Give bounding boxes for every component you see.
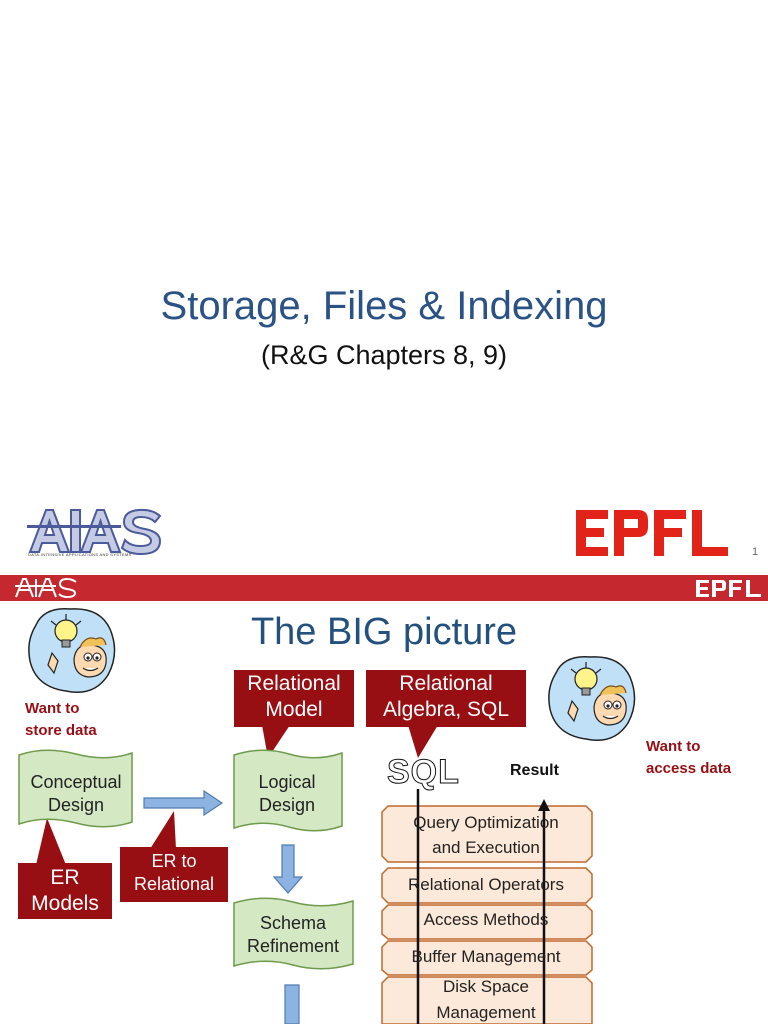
title-slide: Storage, Files & Indexing (R&G Chapters … bbox=[26, 284, 759, 567]
down-arrow-1 bbox=[272, 844, 304, 894]
flow-line: Conceptual bbox=[30, 772, 122, 792]
access-methods-label: Access Methods bbox=[423, 910, 549, 929]
result-label: Result bbox=[510, 762, 559, 779]
flow-line: Design bbox=[47, 794, 105, 815]
er-models-pointer bbox=[36, 818, 66, 865]
relational-algebra-pointer bbox=[408, 725, 438, 758]
relational-algebra-callout: Relational Algebra, SQL bbox=[366, 670, 526, 727]
buffer-management-box bbox=[381, 940, 593, 976]
page-number: 1 bbox=[752, 546, 759, 558]
header-epfl-logo bbox=[696, 580, 762, 602]
header-bar bbox=[0, 575, 768, 601]
callout-line: Relational bbox=[247, 672, 341, 695]
er-models-callout: ER Models bbox=[18, 863, 112, 919]
conceptual-design-shape bbox=[18, 749, 133, 828]
flow-line: Refinement bbox=[246, 935, 340, 956]
callout-line: Relational bbox=[399, 672, 493, 695]
right-arrow bbox=[143, 789, 224, 817]
big-picture-slide: The BIG picture bbox=[0, 575, 768, 1024]
down-arrow-2 bbox=[284, 984, 300, 1024]
want-line: store data bbox=[25, 722, 97, 739]
relational-operators-box bbox=[381, 867, 593, 904]
query-optimization-box bbox=[381, 805, 593, 863]
header-dias-logo bbox=[14, 577, 80, 604]
epfl-logo bbox=[576, 510, 730, 561]
want-line: Want to bbox=[646, 738, 701, 755]
stack-line: Management bbox=[436, 1002, 536, 1022]
want-to-access-label: Want to access data bbox=[646, 736, 731, 780]
callout-line: Algebra, SQL bbox=[382, 698, 510, 722]
idea-cartoon-right bbox=[546, 653, 640, 750]
sql-label: SQL bbox=[387, 753, 460, 792]
schema-refinement-label: Schema Refinement bbox=[234, 912, 352, 957]
dias-tagline: DATA-INTENSIVE APPLICATIONS AND SYSTEMS bbox=[28, 552, 132, 557]
up-result-arrowhead bbox=[538, 799, 550, 811]
callout-line: ER bbox=[50, 866, 80, 889]
callout-line: Models bbox=[31, 892, 99, 916]
slide-title: Storage, Files & Indexing bbox=[160, 284, 608, 328]
big-picture-diagram bbox=[18, 725, 593, 1024]
disk-space-box bbox=[381, 976, 593, 1024]
er-to-relational-pointer bbox=[150, 811, 176, 849]
slide-title: The BIG picture bbox=[250, 611, 518, 653]
logical-design-label: Logical Design bbox=[234, 771, 340, 816]
want-to-store-label: Want to store data bbox=[25, 698, 97, 742]
conceptual-design-label: Conceptual Design bbox=[18, 771, 134, 816]
idea-cartoon-left bbox=[26, 605, 120, 702]
slide-subtitle: (R&G Chapters 8, 9) bbox=[260, 340, 508, 370]
flow-line: Schema bbox=[259, 913, 327, 933]
access-methods-box bbox=[381, 904, 593, 940]
buffer-management-label: Buffer Management bbox=[411, 947, 561, 966]
er-to-relational-callout: ER to Relational bbox=[120, 847, 228, 902]
disk-space-label: Disk Space Management bbox=[382, 974, 590, 1024]
want-line: access data bbox=[646, 760, 732, 777]
callout-line: Model bbox=[265, 698, 323, 722]
flow-line: Logical bbox=[258, 772, 316, 792]
logical-design-shape bbox=[233, 749, 343, 832]
query-optimization-label: Query Optimization and Execution bbox=[382, 811, 590, 860]
dias-logo: DATA-INTENSIVE APPLICATIONS AND SYSTEMS bbox=[26, 506, 166, 567]
flow-line: Design bbox=[258, 794, 316, 815]
stack-line: and Execution bbox=[432, 837, 540, 857]
callout-line: ER to bbox=[151, 851, 197, 871]
schema-refinement-shape bbox=[233, 897, 354, 970]
callout-line: Relational bbox=[133, 873, 215, 894]
relational-operators-label: Relational Operators bbox=[408, 875, 564, 894]
stack-line: Query Optimization bbox=[413, 813, 559, 832]
stack-line: Disk Space bbox=[443, 977, 529, 996]
want-line: Want to bbox=[25, 700, 80, 717]
relational-model-callout: Relational Model bbox=[234, 670, 354, 727]
